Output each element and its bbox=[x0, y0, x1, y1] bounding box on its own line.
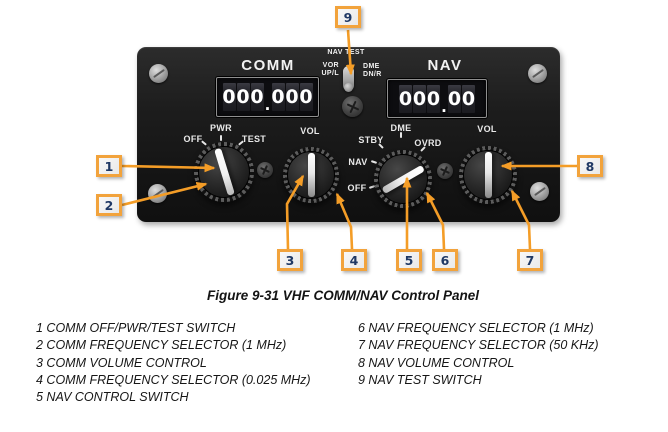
comm-digit: 0 bbox=[285, 83, 299, 111]
comm-digit: 0 bbox=[299, 83, 313, 111]
legend-item: 5 NAV CONTROL SWITCH bbox=[36, 390, 189, 405]
screw-icon bbox=[257, 162, 273, 178]
legend-item: 1 COMM OFF/PWR/TEST SWITCH bbox=[36, 321, 236, 335]
nav-frequency-display: 0 0 0 . 0 0 bbox=[387, 79, 487, 118]
callout-box-4: 4 bbox=[341, 249, 367, 271]
callout-box-9: 9 bbox=[335, 6, 361, 28]
nav-stby-label: STBY bbox=[358, 135, 384, 145]
nav-digit: 0 bbox=[427, 84, 440, 113]
nav-digit: 0 bbox=[413, 84, 426, 113]
comm-digit: 0 bbox=[250, 83, 264, 111]
nav-vol-label: VOL bbox=[477, 124, 497, 134]
nav-control-knob bbox=[374, 150, 432, 208]
comm-digit: 0 bbox=[271, 83, 285, 111]
dial-tick bbox=[400, 132, 402, 138]
nav-nav-label: NAV bbox=[348, 157, 368, 167]
nav-volume-knob bbox=[459, 146, 517, 204]
legend-item: 8 NAV VOLUME CONTROL bbox=[358, 355, 515, 370]
callout-box-5: 5 bbox=[396, 249, 422, 271]
nav-digit: 0 bbox=[448, 84, 461, 113]
comm-off-label: OFF bbox=[183, 134, 203, 144]
figure-caption: Figure 9-31 VHF COMM/NAV Control Panel bbox=[206, 288, 480, 303]
callout-box-7: 7 bbox=[517, 249, 543, 271]
nav-digit: 0 bbox=[399, 84, 412, 113]
nav-section-label: NAV bbox=[427, 57, 463, 74]
callout-box-8: 8 bbox=[577, 155, 603, 177]
comm-off-pwr-test-knob bbox=[194, 142, 254, 202]
screw-icon bbox=[437, 163, 453, 179]
comm-vol-label: VOL bbox=[300, 126, 320, 136]
nav-dme-label: DME bbox=[390, 123, 412, 133]
callout-box-3: 3 bbox=[277, 249, 303, 271]
nav-digit: 0 bbox=[462, 84, 475, 113]
legend-item: 4 COMM FREQUENCY SELECTOR (0.025 MHz) bbox=[36, 372, 311, 387]
callout-box-1: 1 bbox=[96, 155, 122, 177]
nav-test-toggle-switch bbox=[343, 66, 354, 91]
screw-icon bbox=[528, 64, 547, 83]
comm-digit: 0 bbox=[222, 83, 236, 111]
comm-test-label: TEST bbox=[241, 134, 267, 144]
screw-icon bbox=[342, 96, 363, 117]
comm-volume-knob bbox=[283, 147, 339, 203]
comm-digit: 0 bbox=[236, 83, 250, 111]
nav-test-label: NAV TEST bbox=[327, 49, 365, 56]
comm-pwr-label: PWR bbox=[210, 123, 232, 133]
legend-left-column: 1 COMM OFF/PWR/TEST SWITCH 2 COMM FREQUE… bbox=[36, 320, 311, 406]
screw-icon bbox=[530, 182, 549, 201]
screw-icon bbox=[149, 64, 168, 83]
dial-tick bbox=[220, 135, 222, 141]
callout-box-2: 2 bbox=[96, 194, 122, 216]
nav-test-toggle-tip bbox=[344, 83, 353, 92]
nav-off-label: OFF bbox=[347, 183, 367, 193]
callout-box-6: 6 bbox=[432, 249, 458, 271]
nav-ovrd-label: OVRD bbox=[414, 138, 442, 148]
legend-item: 9 NAV TEST SWITCH bbox=[358, 372, 482, 387]
comm-decimal-point: . bbox=[264, 96, 271, 114]
legend-right-column: 6 NAV FREQUENCY SELECTOR (1 MHz) 7 NAV F… bbox=[358, 320, 599, 389]
legend-item: 2 COMM FREQUENCY SELECTOR (1 MHz) bbox=[36, 338, 287, 353]
comm-section-label: COMM bbox=[241, 57, 295, 74]
legend-item: 6 NAV FREQUENCY SELECTOR (1 MHz) bbox=[358, 321, 594, 335]
screw-icon bbox=[148, 184, 167, 203]
legend-item: 7 NAV FREQUENCY SELECTOR (50 KHz) bbox=[358, 338, 599, 353]
legend-item: 3 COMM VOLUME CONTROL bbox=[36, 355, 207, 370]
comm-frequency-display: 0 0 0 . 0 0 0 bbox=[216, 77, 319, 117]
nav-decimal-point: . bbox=[441, 97, 447, 116]
